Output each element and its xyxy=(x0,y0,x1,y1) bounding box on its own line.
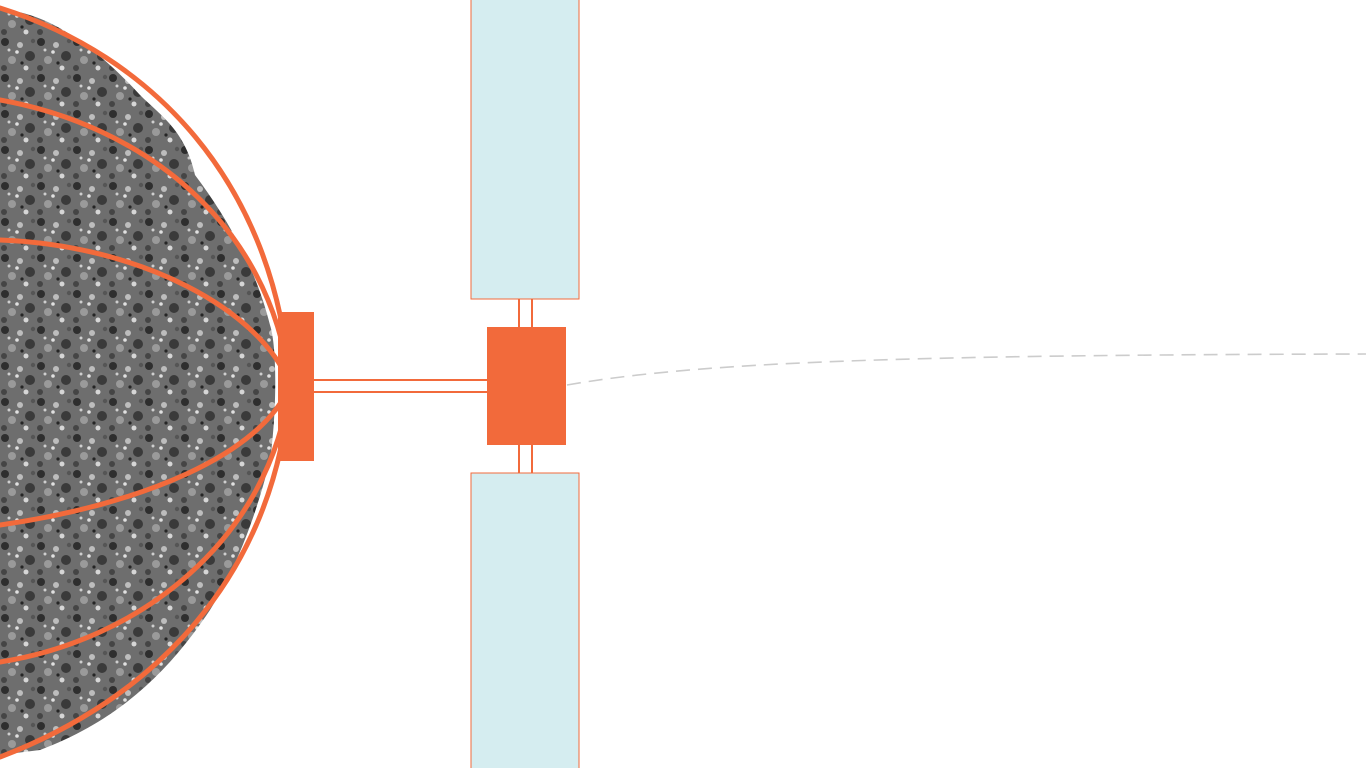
arc-mid-top xyxy=(0,237,293,388)
panel-connectors xyxy=(518,299,533,473)
arc-inner-top xyxy=(0,97,293,388)
arc-outer-top xyxy=(0,5,293,388)
spacecraft-icon xyxy=(487,327,566,445)
trajectory-path xyxy=(566,353,1366,386)
solar-panel-bottom xyxy=(470,472,580,768)
sampling-arm xyxy=(314,379,487,393)
sampler-head xyxy=(278,312,314,461)
solar-panel-top xyxy=(470,0,580,300)
arc-inner-bottom xyxy=(0,382,293,665)
arc-outer-bottom xyxy=(0,382,293,760)
arc-mid-bottom xyxy=(0,382,293,528)
sampler-arcs xyxy=(0,5,293,760)
